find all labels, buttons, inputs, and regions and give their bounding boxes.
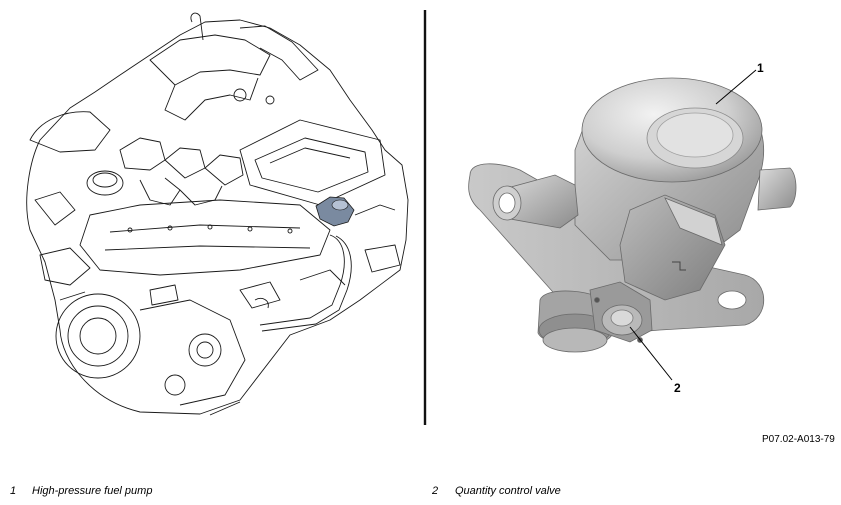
callout-1: 1 [757, 61, 764, 75]
legend-item-2-text: Quantity control valve [455, 485, 561, 497]
legend-item-1-number: 1 [10, 485, 17, 497]
callout-2: 2 [674, 381, 681, 395]
callout-1-leader [715, 69, 757, 105]
legend-item-1-text: High-pressure fuel pump [32, 485, 153, 497]
engine-drawing [26, 12, 409, 416]
fuel-pump-illustration [468, 77, 797, 353]
pump-location-highlight [315, 196, 355, 227]
callout-2-leader [629, 326, 673, 381]
figure-reference: P07.02-A013-79 [762, 434, 835, 445]
legend-item-2-number: 2 [432, 485, 439, 497]
